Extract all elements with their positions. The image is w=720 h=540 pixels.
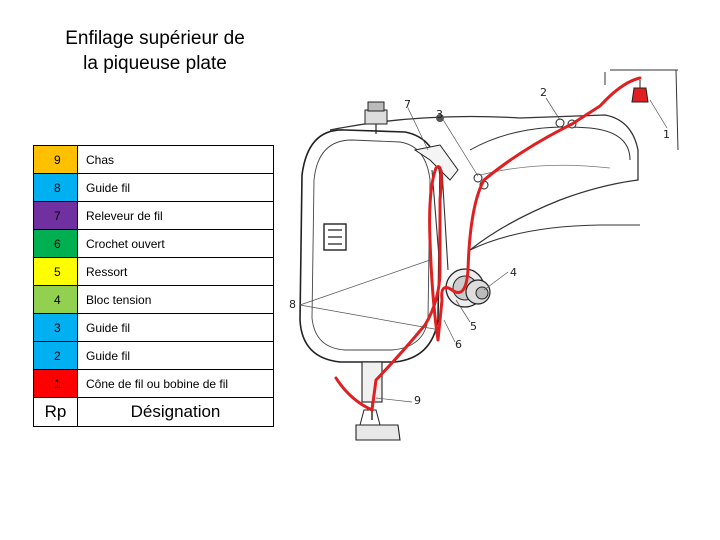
machine-arm-underside (469, 224, 640, 251)
machine-head-inner (311, 139, 431, 351)
machine-arm-top (329, 114, 639, 251)
legend-ref-cell: 4 (33, 285, 78, 314)
thread-cone-icon (604, 69, 679, 151)
legend-designation-cell: Guide fil (77, 341, 274, 370)
legend-ref-cell: 1 (33, 369, 78, 398)
callout-leaders (299, 97, 668, 403)
machine-head-plate (299, 129, 441, 363)
machine-arm-cover (469, 126, 631, 161)
legend-ref-cell: 7 (33, 201, 78, 230)
legend-designation-cell: Cône de fil ou bobine de fil (77, 369, 274, 398)
legend-designation-cell: Releveur de fil (77, 201, 274, 230)
top-knob (364, 101, 388, 134)
page-title: Enfilage supérieur de la piqueuse plate (30, 26, 280, 76)
legend-designation-cell: Guide fil (77, 173, 274, 202)
legend-designation-cell: Bloc tension (77, 285, 274, 314)
legend-ref-cell: 2 (33, 341, 78, 370)
legend-ref-cell: 5 (33, 257, 78, 286)
callout-4: 4 (510, 266, 517, 279)
legend-designation-cell: Guide fil (77, 313, 274, 342)
title-line-1: Enfilage supérieur de (65, 28, 245, 49)
needle-bar-icon (355, 361, 401, 441)
callout-7: 7 (404, 98, 411, 111)
legend-designation-cell: Chas (77, 145, 274, 174)
machine-brand-logo-icon (323, 223, 347, 251)
legend-ref-cell: 9 (33, 145, 78, 174)
legend-header-ref: Rp (33, 397, 78, 427)
sewing-machine-drawing: 1 2 3 7 4 5 6 8 9 (289, 69, 679, 441)
legend-ref-cell: 3 (33, 313, 78, 342)
callout-1: 1 (663, 128, 670, 141)
legend-ref-cell: 8 (33, 173, 78, 202)
legend-ref-cell: 6 (33, 229, 78, 258)
legend-designation-cell: Ressort (77, 257, 274, 286)
callout-2: 2 (540, 86, 547, 99)
callout-8: 8 (289, 298, 296, 311)
callout-6: 6 (455, 338, 462, 351)
callout-3: 3 (436, 108, 443, 121)
callout-9: 9 (414, 394, 421, 407)
callout-5: 5 (470, 320, 477, 333)
title-line-2: la piqueuse plate (83, 53, 227, 74)
legend-header-designation: Désignation (77, 397, 274, 427)
legend-designation-cell: Crochet ouvert (77, 229, 274, 258)
take-up-lever (413, 144, 459, 181)
